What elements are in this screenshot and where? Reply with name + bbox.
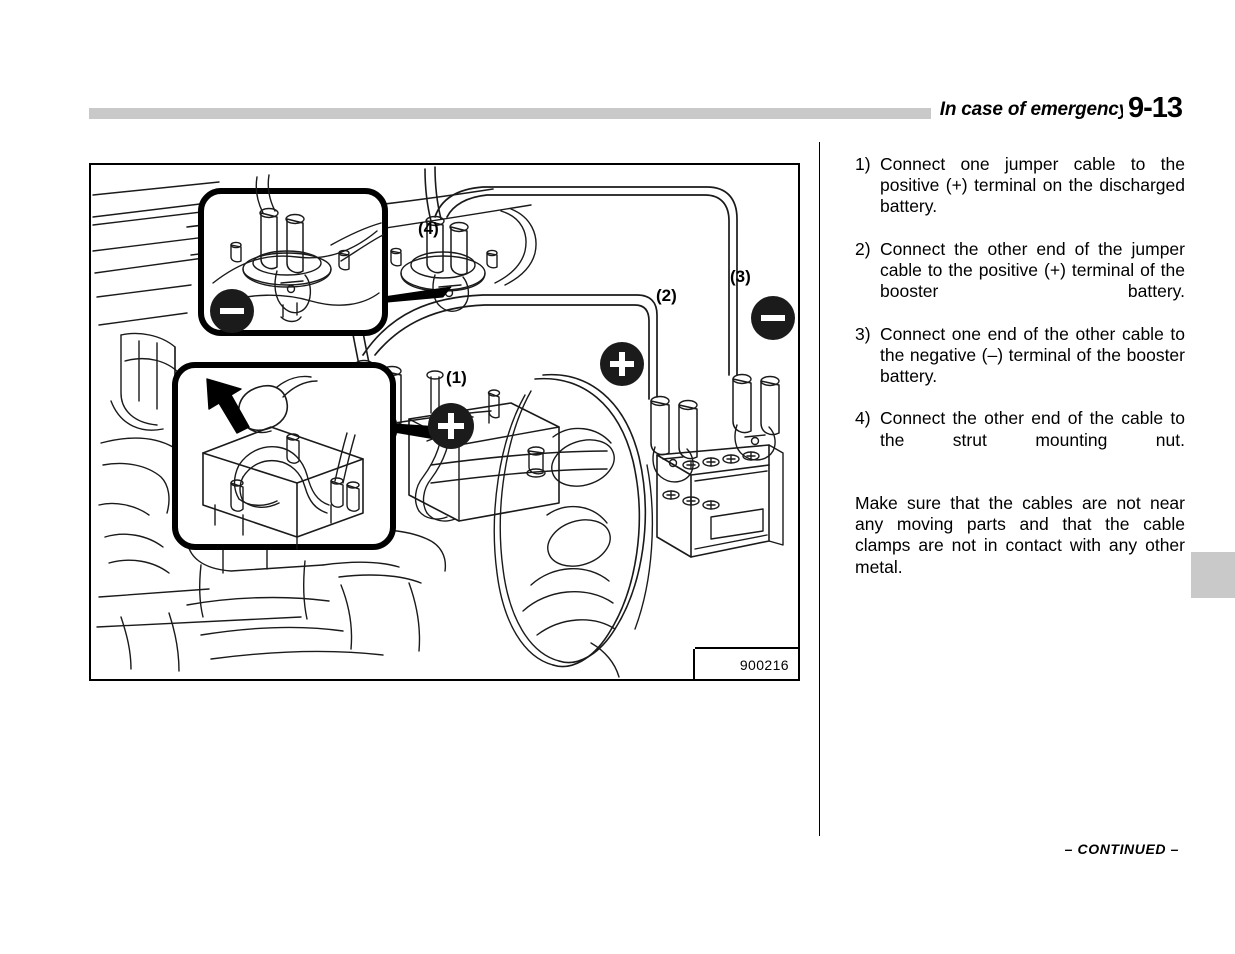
minus-badge-booster-battery [751, 296, 795, 340]
callout-label-3: (3) [730, 267, 751, 286]
step-number-3: 3) [855, 323, 871, 344]
minus-badge-strut-inset [210, 289, 254, 333]
step-number-4: 4) [855, 408, 871, 429]
figure-id-rule-vertical [693, 649, 695, 679]
step-text-3: Connect one end of the other cable to th… [880, 323, 1185, 387]
callout-label-4: (4) [418, 219, 439, 238]
column-divider [819, 142, 820, 836]
page-number: 9-13 [1122, 92, 1183, 125]
instruction-column: 1) Connect one jumper cable to the posit… [855, 154, 1185, 599]
step-number-2: 2) [855, 238, 871, 259]
page-title: In case of emergency [930, 99, 1129, 121]
figure-jump-starting-illustration: (4) (1) (2) (3) 900216 [89, 163, 800, 681]
callout-label-1: (1) [446, 368, 467, 387]
footer-continued: – CONTINUED – [1064, 841, 1179, 857]
safety-note: Make sure that the cables are not near a… [855, 493, 1185, 577]
figure-id: 900216 [739, 657, 789, 673]
figure-linework [92, 166, 784, 678]
plus-badge-booster-battery [600, 342, 644, 386]
step-text-4: Connect the other end of the cable to th… [880, 408, 1185, 450]
header-rule [89, 108, 1179, 119]
callout-label-2: (2) [656, 286, 677, 305]
step-text-1: Connect one jumper cable to the positive… [880, 154, 1185, 217]
plus-badge-discharged-battery [428, 403, 474, 449]
instruction-step-3: 3) Connect one end of the other cable to… [855, 324, 1185, 409]
step-text-2: Connect the other end of the jumper cabl… [880, 238, 1185, 302]
page-edge-tab [1191, 552, 1235, 598]
instruction-step-2: 2) Connect the other end of the jumper c… [855, 239, 1185, 324]
figure-id-rule-horizontal [695, 647, 798, 649]
instruction-step-1: 1) Connect one jumper cable to the posit… [855, 154, 1185, 239]
instruction-step-4: 4) Connect the other end of the cable to… [855, 408, 1185, 472]
step-number-1: 1) [855, 154, 871, 174]
